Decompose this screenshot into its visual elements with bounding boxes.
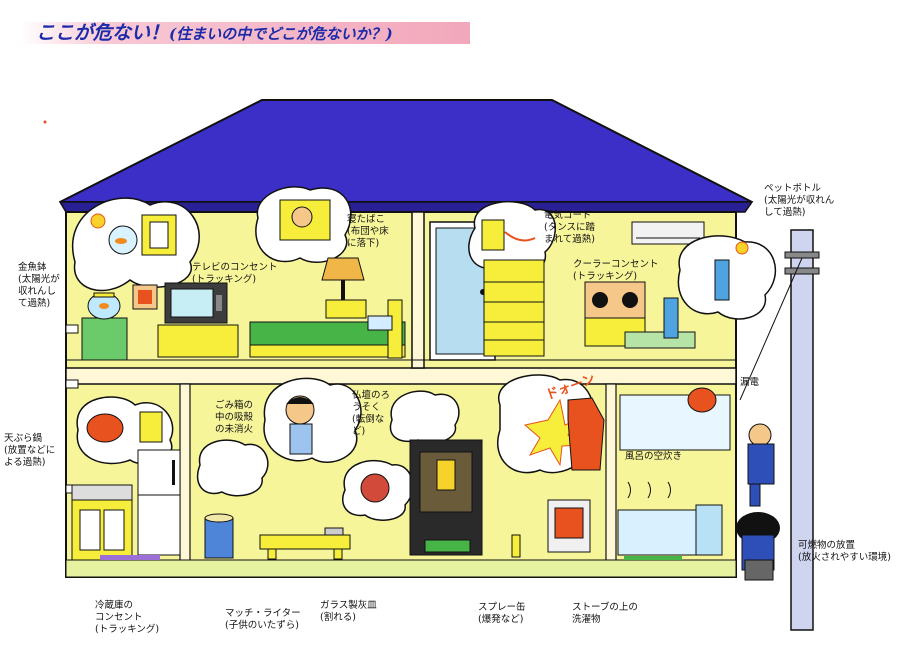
bathtub-icon bbox=[617, 481, 723, 556]
label-electric-cord: 電気コード (タンスに踏 まれて過熱) bbox=[544, 210, 596, 245]
label-trash-cigarette: ごみ箱の 中の吸殻 の未消火 bbox=[215, 400, 254, 435]
lamp-icon bbox=[321, 257, 367, 319]
label-smoking-in-bed: 寝たばこ (布団や床 に落下) bbox=[347, 214, 389, 249]
laundry-icon bbox=[567, 397, 605, 471]
altar-candle-bubble bbox=[389, 390, 460, 444]
label-bath-heater: 風呂の空炊き bbox=[625, 451, 683, 462]
sun-icon bbox=[90, 213, 106, 229]
label-electric-leak: 漏電 bbox=[740, 377, 760, 388]
tempura-bubble bbox=[76, 396, 174, 465]
title-highlight-bar bbox=[20, 22, 470, 44]
label-matches-lighter: マッチ・ライター (子供のいたずら) bbox=[225, 608, 301, 631]
title-main: ここが危ない！ bbox=[36, 22, 170, 44]
label-tempura-pot: 天ぷら鍋 (放置などに よる過熱) bbox=[4, 433, 56, 468]
label-tv-outlet: テレビのコンセント (トラッキング) bbox=[192, 262, 278, 285]
label-stove-laundry: ストーブの上の 洗濯物 bbox=[572, 602, 638, 625]
label-glass-ashtray: ガラス製灰皿 (割れる) bbox=[320, 600, 377, 623]
title-subtitle: (住まいの中でどこが危ないか？) bbox=[169, 25, 393, 43]
ashtray-bubble bbox=[342, 459, 414, 521]
arsonist-figure bbox=[747, 423, 775, 507]
trash-can-icon bbox=[204, 513, 234, 559]
fridge-icon bbox=[137, 449, 181, 556]
buddhist-altar-icon bbox=[409, 439, 483, 556]
kitchen-counter-icon bbox=[71, 484, 133, 561]
label-combustibles: 可燃物の放置 (放火されやすい環境) bbox=[798, 540, 891, 563]
label-altar-candle: 仏壇のろ うそく (転倒な ど) bbox=[352, 390, 391, 437]
label-goldfish-bowl: 金魚鉢 (太陽光が 収れんし て過熱) bbox=[18, 262, 60, 309]
pet-bottle-bubble bbox=[677, 235, 776, 320]
label-spray-can: スプレー缶 (爆発など) bbox=[478, 602, 526, 625]
goldfish-bowl-icon bbox=[81, 292, 128, 361]
garbage-bags-icon bbox=[736, 512, 780, 581]
utility-pole-icon bbox=[739, 229, 820, 631]
low-table-icon bbox=[259, 527, 351, 560]
dresser-icon bbox=[483, 259, 545, 357]
bed-icon bbox=[249, 299, 406, 359]
heater-icon bbox=[547, 499, 591, 553]
electric-cord-bubble bbox=[468, 200, 556, 276]
pet-bottle-icon bbox=[663, 297, 679, 339]
boy-bubble bbox=[263, 377, 362, 463]
page-title: ここが危ない！(住まいの中でどこが危ないか？) bbox=[36, 18, 393, 45]
tv-icon bbox=[157, 282, 239, 358]
aircon-icon bbox=[631, 221, 705, 245]
floor-divider bbox=[65, 367, 737, 385]
electric-leak-fire-icon bbox=[687, 387, 717, 413]
roof bbox=[59, 99, 753, 203]
label-aircon-outlet: クーラーコンセント (トラッキング) bbox=[573, 259, 659, 282]
label-fridge-outlet: 冷蔵庫の コンセント (トラッキング) bbox=[95, 600, 160, 635]
spray-can-icon bbox=[511, 534, 521, 558]
label-pet-bottle: ペットボトル (太陽光が収れん して過熱) bbox=[764, 183, 835, 218]
tv-outlet-bubble bbox=[255, 186, 352, 263]
goldfish-bubble bbox=[72, 197, 200, 292]
trash-cigarette-bubble bbox=[196, 439, 269, 497]
fire-icon bbox=[86, 413, 124, 443]
